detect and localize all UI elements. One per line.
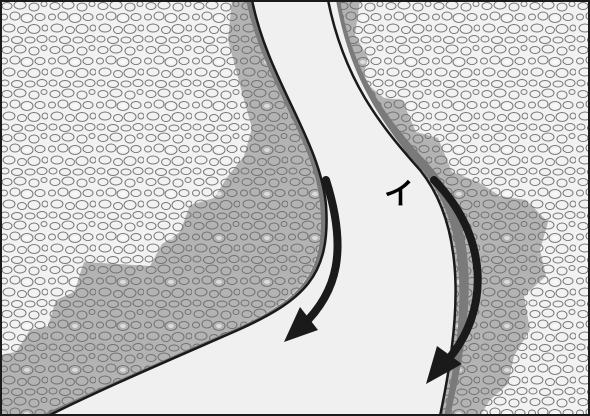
flow-label: イ bbox=[384, 180, 414, 210]
